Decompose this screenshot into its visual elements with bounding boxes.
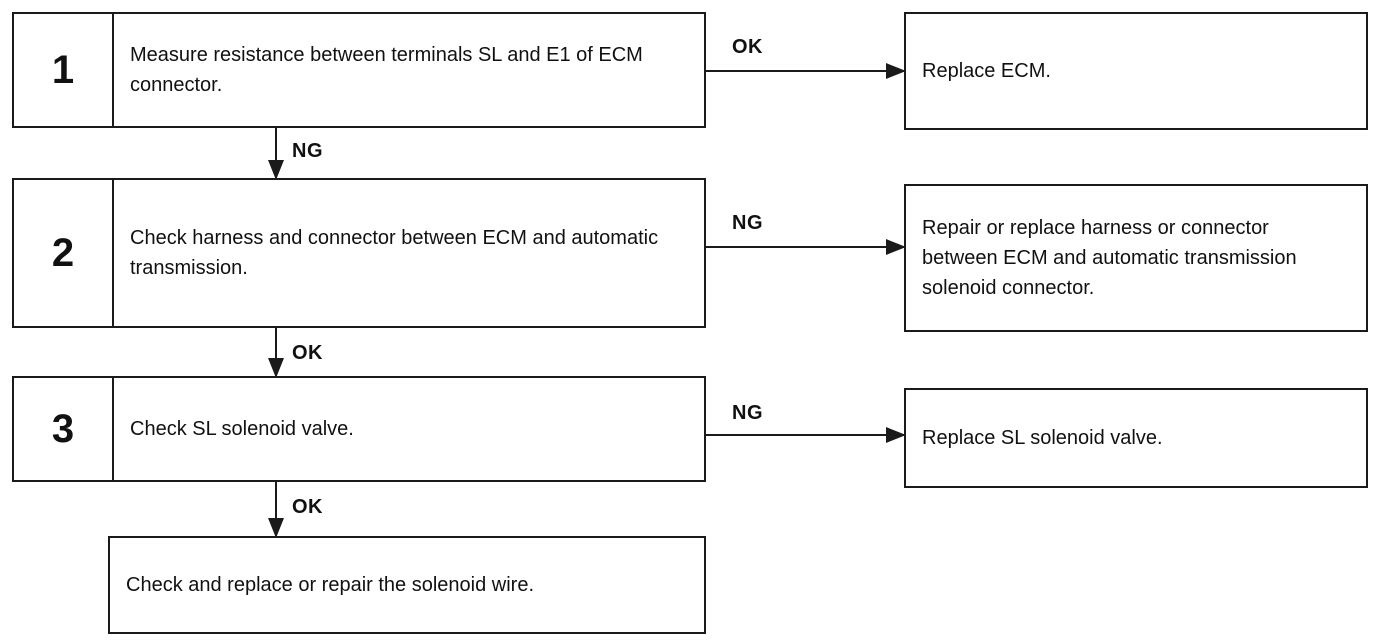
step-number: 2 xyxy=(14,180,114,326)
step-1-box: 1 Measure resistance between terminals S… xyxy=(12,12,706,128)
result-2-box: Repair or replace harness or connector b… xyxy=(904,184,1368,332)
step-3-box: 3 Check SL solenoid valve. xyxy=(12,376,706,482)
step-text: Check harness and connector between ECM … xyxy=(130,227,659,279)
branch-label-step2-right: NG xyxy=(732,212,763,234)
branch-label-step1-right: OK xyxy=(732,36,763,58)
branch-label-step1-down: NG xyxy=(292,140,323,162)
step-text: Measure resistance between terminals SL … xyxy=(130,44,643,96)
final-step-text: Check and replace or repair the solenoid… xyxy=(126,574,534,596)
branch-label-step3-right: NG xyxy=(732,402,763,424)
branch-label-step2-down: OK xyxy=(292,342,323,364)
result-1-box: Replace ECM. xyxy=(904,12,1368,130)
step-2-box: 2 Check harness and connector between EC… xyxy=(12,178,706,328)
final-step-box: Check and replace or repair the solenoid… xyxy=(108,536,706,634)
step-text: Check SL solenoid valve. xyxy=(130,418,354,440)
result-text: Repair or replace harness or connector b… xyxy=(922,217,1297,299)
result-3-box: Replace SL solenoid valve. xyxy=(904,388,1368,488)
result-text: Replace ECM. xyxy=(922,60,1051,82)
step-number: 3 xyxy=(14,378,114,480)
step-number: 1 xyxy=(14,14,114,126)
result-text: Replace SL solenoid valve. xyxy=(922,427,1163,449)
branch-label-step3-down: OK xyxy=(292,496,323,518)
